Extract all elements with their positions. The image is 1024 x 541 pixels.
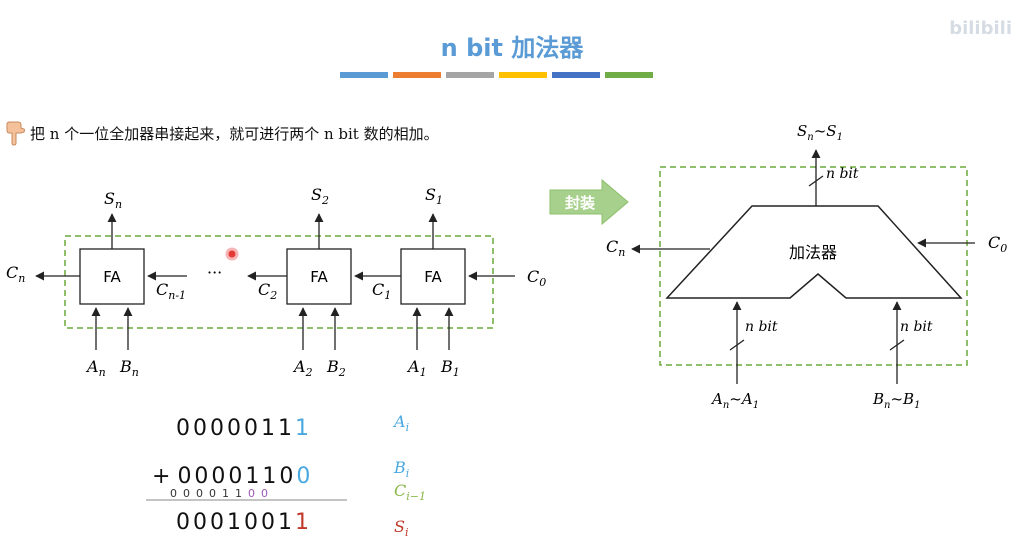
carry-last-digits: 00: [248, 487, 274, 500]
package-arrow-label: 封装: [565, 194, 596, 212]
carry-label-1: C1: [372, 280, 391, 302]
operand-b-last-digit: 0: [296, 464, 314, 489]
adder-block-shape: [665, 205, 963, 299]
operand-a-digits: 0000011: [176, 416, 295, 441]
input-label-b1: B1: [440, 357, 460, 379]
fa-label: FA: [310, 268, 328, 286]
pointing-hand-icon: [6, 121, 25, 146]
input-label-a1: A1: [406, 357, 427, 379]
label-si-sub: i: [404, 526, 409, 540]
label-bi-main: B: [394, 458, 406, 477]
operand-b-row: +00001100: [152, 464, 313, 489]
color-bar-segment: [393, 72, 441, 78]
carry-in-label: C0: [527, 267, 546, 289]
intro-text: 把 n 个一位全加器串接起来，就可进行两个 n bit 数的相加。: [30, 124, 439, 143]
fa-block-1: FA: [400, 248, 466, 305]
color-bar-segment: [552, 72, 600, 78]
carry-label-n-1: Cn-1: [156, 280, 186, 302]
input-label-b2: B2: [326, 357, 346, 379]
label-ci-1: Ci−1: [394, 481, 426, 503]
output-label-s2: S2: [311, 185, 329, 207]
color-bar-segment: [340, 72, 388, 78]
label-si: Si: [394, 517, 409, 539]
input-b-bus-label: Bn~B1: [872, 390, 920, 411]
label-ci-main: C: [394, 481, 407, 500]
sum-width-label: n bit: [826, 166, 859, 182]
label-ai: Ai: [394, 412, 409, 434]
label-si-main: S: [394, 517, 405, 536]
label-bi: Bi: [394, 458, 409, 480]
right-dashed-boundary: [659, 166, 968, 366]
left-dashed-boundary: [64, 235, 494, 329]
sum-output-label: Sn~S1: [797, 122, 843, 143]
intro-line: 把 n 个一位全加器串接起来，就可进行两个 n bit 数的相加。: [4, 118, 439, 148]
sum-digits: 0001001: [176, 510, 295, 535]
right-carry-out-label: Cn: [606, 237, 625, 259]
carry-out-label: Cn: [6, 263, 25, 285]
output-label-sn: Sn: [104, 189, 122, 211]
color-bar-segment: [499, 72, 547, 78]
adder-block-label: 加法器: [789, 243, 837, 262]
carry-row: 00001100: [170, 487, 274, 500]
color-bar-segment: [605, 72, 653, 78]
carry-digits: 000011: [170, 487, 248, 500]
ellipsis: ···: [207, 263, 222, 282]
label-ai-sub: i: [405, 421, 410, 435]
input-a-bus-slash: [729, 339, 745, 351]
label-ai-main: A: [394, 412, 406, 431]
input-b-bus-slash: [889, 339, 905, 351]
package-arrow: 封装: [549, 178, 629, 226]
carry-label-2: C2: [258, 280, 277, 302]
input-b-width-label: n bit: [900, 319, 933, 335]
input-label-a2: A2: [292, 357, 313, 379]
operand-a-row: 00000111: [176, 416, 312, 441]
color-bar-segment: [446, 72, 494, 78]
label-bi-sub: i: [405, 467, 410, 481]
operand-a-last-digit: 1: [294, 416, 312, 441]
input-label-bn: Bn: [119, 357, 139, 379]
input-label-an: An: [85, 357, 106, 379]
pointer-dot: [225, 247, 239, 261]
input-a-width-label: n bit: [745, 319, 778, 335]
sum-row: 00010011: [176, 510, 312, 535]
sum-bus-slash: [808, 175, 824, 187]
fa-block-n: FA: [79, 248, 145, 305]
output-label-s1: S1: [425, 185, 443, 207]
sum-last-digit: 1: [294, 510, 312, 535]
fa-label: FA: [103, 268, 121, 286]
fa-block-2: FA: [286, 248, 352, 305]
plus-sign: +: [152, 464, 174, 489]
right-carry-in-label: C0: [988, 233, 1007, 255]
page-title: n bit 加法器: [440, 34, 584, 62]
fa-label: FA: [424, 268, 442, 286]
label-ci-sub: i−1: [406, 490, 426, 504]
input-a-bus-label: An~A1: [710, 390, 759, 411]
decorative-color-bar: [340, 72, 653, 78]
operand-b-digits: 0000110: [177, 464, 297, 489]
watermark-logo: bilibili: [949, 18, 1012, 39]
